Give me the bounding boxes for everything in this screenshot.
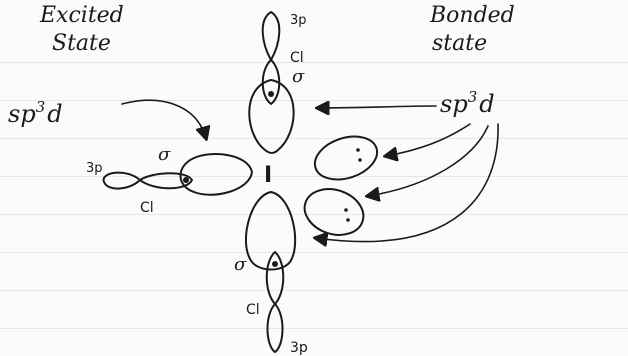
left-cl-label: Cl bbox=[140, 200, 154, 216]
right-sp3d-label-base: sp bbox=[440, 90, 468, 118]
right-sp3d-label-sup: 3 bbox=[468, 88, 478, 106]
left-3p-label: 3p bbox=[86, 161, 103, 176]
left-sp3d-label-sup: 3 bbox=[36, 98, 46, 116]
central-atom-label: I bbox=[264, 163, 272, 188]
lone-pair-lobe-lower bbox=[299, 182, 370, 242]
left-sp3d-label: sp3d bbox=[8, 98, 63, 128]
right-sp3d-label-tail: d bbox=[479, 90, 494, 118]
left-sp3d-arrow bbox=[122, 100, 206, 138]
left-sp3d-lobe bbox=[181, 154, 253, 195]
top-overlap-dot bbox=[268, 91, 274, 97]
heading-bonded-line2: state bbox=[432, 31, 487, 56]
bottom-3p-label: 3p bbox=[290, 340, 308, 356]
heading-excited-line1: Excited bbox=[39, 3, 124, 28]
left-sigma-label: σ bbox=[158, 144, 171, 165]
arrow-to-top-lobe bbox=[318, 106, 436, 108]
right-sp3d-label: sp3d bbox=[440, 88, 495, 118]
top-sp3d-lobe bbox=[249, 80, 293, 153]
left-sp3d-label-base: sp bbox=[8, 100, 36, 128]
bottom-overlap-dot bbox=[272, 261, 278, 267]
arrow-to-bottom-lobe bbox=[316, 124, 498, 242]
bottom-cl-label: Cl bbox=[246, 302, 260, 318]
top-cl-label: Cl bbox=[290, 50, 304, 66]
lone-pair-lobe-upper bbox=[309, 129, 382, 187]
left-overlap-dot bbox=[183, 177, 189, 183]
heading-excited-line2: State bbox=[52, 31, 111, 56]
top-cl-3p-orbital bbox=[263, 12, 280, 104]
arrow-to-upper-lone-pair bbox=[386, 124, 470, 156]
arrow-to-lower-lone-pair bbox=[368, 126, 488, 196]
heading-bonded-line1: Bonded bbox=[429, 3, 515, 28]
left-sp3d-label-tail: d bbox=[47, 100, 62, 128]
top-3p-label: 3p bbox=[290, 13, 307, 28]
bottom-sigma-label: σ bbox=[234, 254, 247, 275]
top-sigma-label: σ bbox=[292, 66, 305, 87]
left-cl-3p-orbital bbox=[104, 173, 192, 189]
